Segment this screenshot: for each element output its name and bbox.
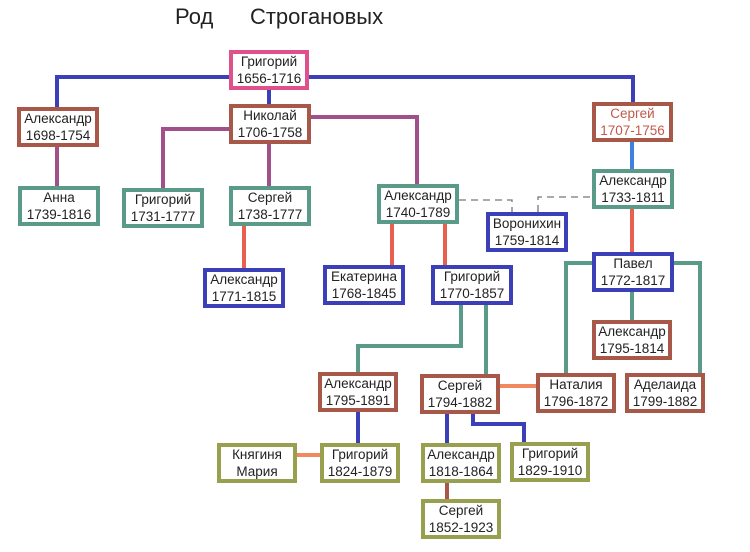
connector-line xyxy=(311,115,419,184)
person-name: Анна xyxy=(43,190,75,205)
person-node-aleksandr-1733: Александр 1733-1811 xyxy=(592,169,674,209)
connector-line xyxy=(471,414,526,442)
diagram-title: Род Строгановых xyxy=(175,4,384,29)
person-years: 1759-1814 xyxy=(494,233,560,248)
person-years: 1799-1882 xyxy=(632,394,698,409)
person-node-sergey-1794: Сергей 1794-1882 xyxy=(420,374,500,414)
person-node-adelaida-1799: Аделаида 1799-1882 xyxy=(625,373,705,413)
person-years: 1794-1882 xyxy=(427,395,493,410)
person-name: Николай xyxy=(243,108,297,123)
person-name: Григорий xyxy=(134,192,192,207)
person-years: 1738-1777 xyxy=(237,207,303,222)
dashed-connector xyxy=(537,196,592,212)
person-years: 1656-1716 xyxy=(236,71,302,86)
connector-line xyxy=(161,127,229,188)
person-years: 1707-1756 xyxy=(600,123,665,138)
person-years: 1772-1817 xyxy=(600,273,666,288)
person-years: 1739-1816 xyxy=(26,207,92,222)
person-name: Александр xyxy=(384,188,452,203)
person-node-aleksandr-1795-1891: Александр 1795-1891 xyxy=(318,372,398,412)
person-name: Сергей xyxy=(247,190,293,205)
person-node-grigoriy-1731: Григорий 1731-1777 xyxy=(122,188,204,228)
person-years: 1698-1754 xyxy=(25,128,91,143)
person-name: Сергей xyxy=(610,106,655,121)
person-node-anna-1739: Анна 1739-1816 xyxy=(18,186,100,226)
person-name: Григорий xyxy=(240,54,298,69)
person-name: Наталия xyxy=(549,377,603,392)
person-node-aleksandr-1698: Александр 1698-1754 xyxy=(17,107,99,147)
person-node-grigoriy-1656: Григорий 1656-1716 xyxy=(229,50,309,90)
person-years: 1768-1845 xyxy=(331,286,397,301)
person-years: 1824-1879 xyxy=(327,464,393,479)
person-node-ekaterina-1768: Екатерина 1768-1845 xyxy=(323,265,405,305)
person-years: 1829-1910 xyxy=(517,463,583,478)
person-name: Сергей xyxy=(438,503,484,518)
person-node-sergey-1707: Сергей 1707-1756 xyxy=(592,102,673,142)
person-node-aleksandr-1771: Александр 1771-1815 xyxy=(203,268,285,308)
person-years: 1771-1815 xyxy=(211,289,277,304)
person-years: 1770-1857 xyxy=(439,286,505,301)
person-years: 1733-1811 xyxy=(601,190,665,205)
person-name: Григорий xyxy=(521,446,579,461)
person-name: Екатерина xyxy=(331,269,397,284)
person-node-grigoriy-1770: Григорий 1770-1857 xyxy=(431,265,513,305)
connector-line xyxy=(674,261,702,373)
person-years: 1852-1923 xyxy=(428,520,494,535)
connector-line xyxy=(356,305,463,372)
person-node-sergey-1738: Сергей 1738-1777 xyxy=(229,186,311,226)
person-node-grigoriy-1829: Григорий 1829-1910 xyxy=(510,442,590,482)
person-node-nikolay-1706: Николай 1706-1758 xyxy=(229,104,311,144)
person-name: Павел xyxy=(613,256,653,271)
person-node-aleksandr-1818: Александр 1818-1864 xyxy=(421,443,501,483)
person-years: 1706-1758 xyxy=(237,125,303,140)
person-node-nataliya-1796: Наталия 1796-1872 xyxy=(536,373,616,413)
person-node-voronikhin-1759: Воронихин 1759-1814 xyxy=(486,212,568,252)
person-name: Григорий xyxy=(443,269,501,284)
person-node-sergey-1852: Сергей 1852-1923 xyxy=(421,499,501,539)
person-name: Александр xyxy=(24,111,92,126)
person-node-aleksandr-1795-1814: Александр 1795-1814 xyxy=(592,320,672,360)
person-name: Александр xyxy=(324,376,392,391)
person-years: 1731-1777 xyxy=(130,209,196,224)
person-years: 1740-1789 xyxy=(385,205,451,220)
person-node-grigoriy-1824: Григорий 1824-1879 xyxy=(320,443,400,483)
connector-line xyxy=(564,261,592,373)
connector-line xyxy=(309,75,635,102)
person-node-aleksandr-1740: Александр 1740-1789 xyxy=(377,184,459,224)
person-years: 1818-1864 xyxy=(428,464,494,479)
person-node-pavel-1772: Павел 1772-1817 xyxy=(592,252,674,292)
person-years: 1795-1814 xyxy=(599,341,665,356)
person-name: Григорий xyxy=(331,447,389,462)
person-years: Мария xyxy=(236,464,278,479)
person-name: Александр xyxy=(427,447,495,462)
connector-line xyxy=(55,75,229,107)
person-name: Александр xyxy=(598,324,666,339)
person-name: Александр xyxy=(599,173,667,188)
person-years: 1796-1872 xyxy=(543,394,609,409)
dashed-connector xyxy=(459,199,513,212)
person-name: Аделаида xyxy=(633,377,697,392)
person-name: Александр xyxy=(210,272,278,287)
person-years: 1795-1891 xyxy=(325,393,391,408)
person-name: Княгиня xyxy=(232,447,282,462)
person-name: Сергей xyxy=(437,378,483,393)
person-name: Воронихин xyxy=(492,216,562,231)
